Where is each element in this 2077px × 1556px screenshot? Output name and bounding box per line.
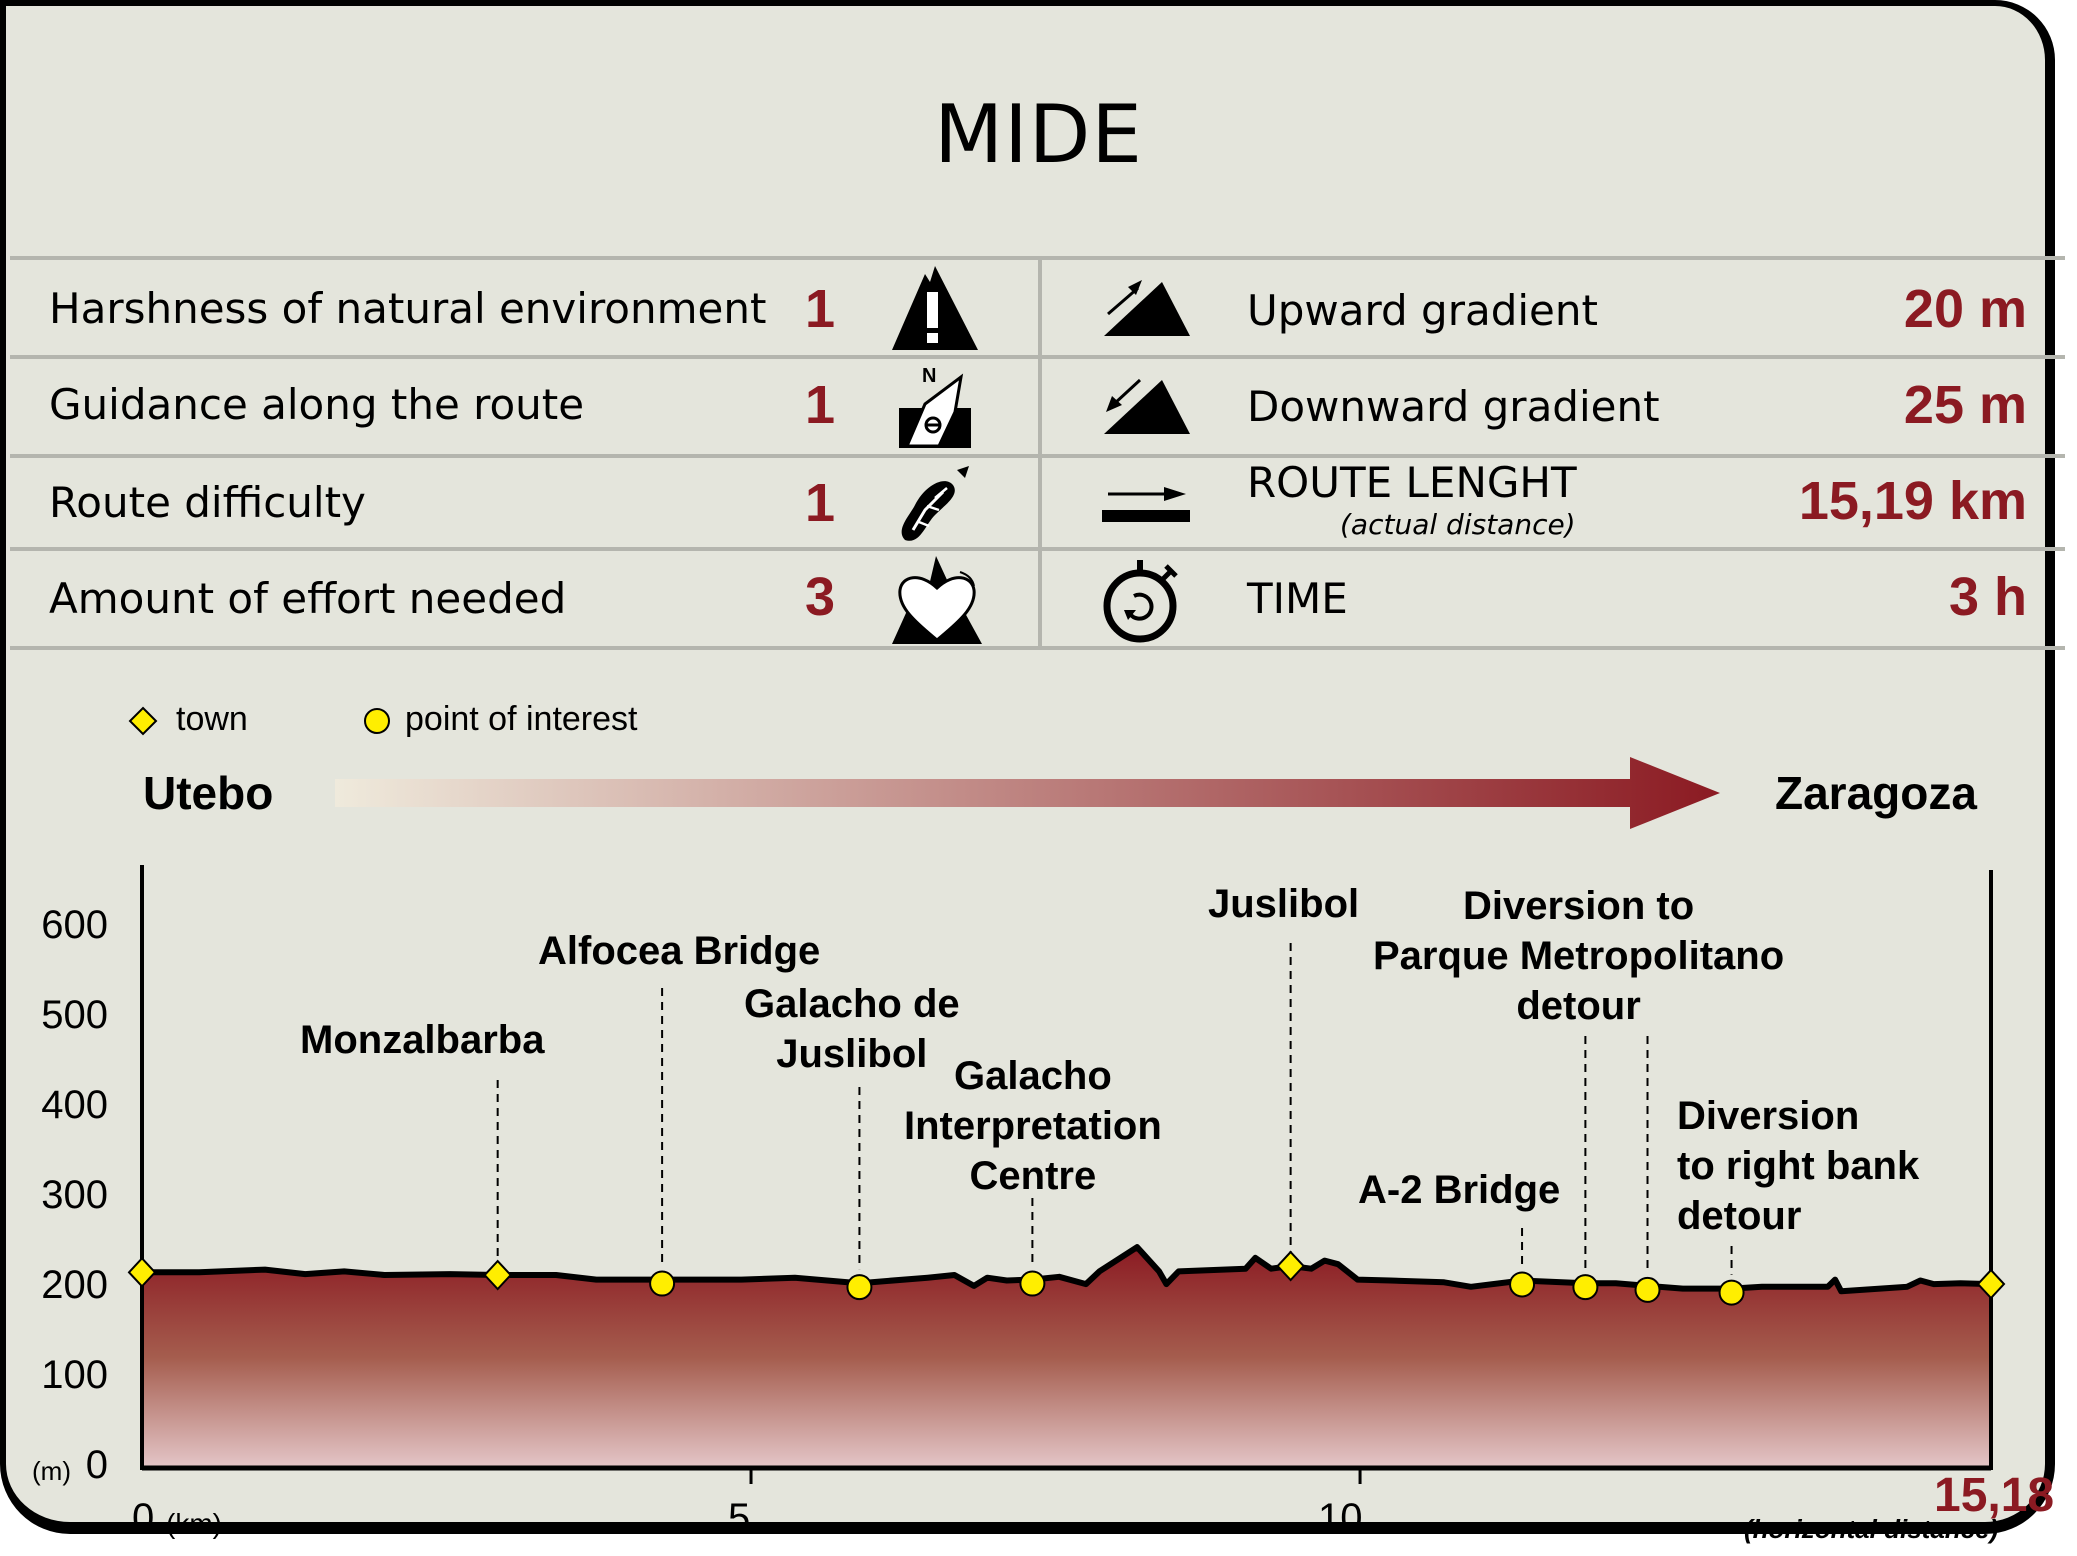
x-end-label: 15,18	[1934, 1469, 2055, 1522]
stat-label-length: ROUTE LENGHT	[1247, 458, 1577, 507]
x-tick-10: 10	[1318, 1496, 1363, 1540]
route-length-icon	[1102, 487, 1190, 522]
poi-marker	[846, 1274, 873, 1301]
footprint-icon	[901, 466, 969, 541]
town-marker	[483, 1259, 513, 1291]
y-tick-100: 100	[41, 1353, 108, 1397]
stat-value-length: 15,19 km	[1798, 471, 2027, 531]
mide-value-effort: 3	[804, 567, 836, 627]
divider	[10, 454, 2065, 458]
x-tick-0: 0	[132, 1496, 155, 1540]
stat-value-downward: 25 m	[1903, 375, 2027, 435]
mide-label-difficulty: Route difficulty	[49, 478, 366, 527]
y-axis-unit: (m)	[32, 1456, 71, 1486]
stat-label-time: TIME	[1247, 574, 1348, 623]
poi-marker	[1572, 1274, 1599, 1301]
label-a2-bridge: A-2 Bridge	[1358, 1168, 1561, 1212]
y-tick-300: 300	[41, 1173, 108, 1217]
poi-circle-icon	[364, 708, 390, 734]
mide-value-difficulty: 1	[804, 473, 836, 533]
stopwatch-icon	[1103, 560, 1178, 643]
profile-area	[142, 1247, 1991, 1468]
stat-value-upward: 20 m	[1903, 279, 2027, 339]
label-monzalbarba: Monzalbarba	[300, 1018, 545, 1062]
page-title: MIDE	[934, 88, 1143, 181]
stat-value-time: 3 h	[1948, 567, 2027, 627]
divider	[10, 355, 2065, 359]
mide-value-harshness: 1	[804, 279, 836, 339]
svg-text:N: N	[922, 365, 936, 387]
mide-value-guidance: 1	[804, 375, 836, 435]
legend-poi: point of interest	[405, 700, 638, 738]
poi-marker	[1019, 1270, 1046, 1297]
town-diamond-icon	[128, 706, 158, 736]
divider	[10, 256, 2065, 260]
town-marker	[127, 1256, 157, 1288]
town-marker	[1976, 1268, 2006, 1300]
compass-map-icon: N	[899, 365, 971, 448]
y-tick-200: 200	[41, 1263, 108, 1307]
heart-mountain-icon	[892, 556, 982, 644]
stat-sublabel-length: (actual distance)	[1340, 508, 1576, 541]
poi-marker	[1634, 1276, 1661, 1303]
mountain-warning-icon	[892, 266, 978, 350]
x-axis-note: (horizontal distance)	[1744, 1514, 1999, 1544]
poi-marker	[649, 1270, 676, 1297]
upward-gradient-icon	[1104, 280, 1190, 336]
poi-marker	[1718, 1279, 1745, 1306]
x-tick-5: 5	[728, 1496, 751, 1540]
y-tick-0: 0	[85, 1443, 108, 1487]
route-end: Zaragoza	[1775, 767, 1977, 819]
divider	[10, 646, 2065, 650]
stat-label-downward: Downward gradient	[1247, 382, 1660, 431]
divider	[10, 547, 2065, 551]
route-start: Utebo	[143, 767, 274, 819]
poi-marker	[1509, 1271, 1536, 1298]
x-axis-unit: (km)	[166, 1508, 222, 1539]
y-tick-600: 600	[41, 903, 108, 947]
downward-gradient-icon	[1104, 378, 1190, 434]
legend-town: town	[176, 700, 248, 738]
divider	[1038, 258, 1042, 649]
label-juslibol: Juslibol	[1208, 882, 1360, 926]
mide-label-harshness: Harshness of natural environment	[49, 284, 767, 333]
label-alfocea-bridge: Alfocea Bridge	[538, 929, 821, 973]
mide-label-effort: Amount of effort needed	[49, 574, 567, 623]
direction-arrow-icon	[335, 757, 1720, 829]
mide-label-guidance: Guidance along the route	[49, 380, 585, 429]
stat-label-upward: Upward gradient	[1247, 286, 1598, 335]
y-tick-400: 400	[41, 1083, 108, 1127]
town-marker	[1276, 1250, 1305, 1282]
y-tick-500: 500	[41, 993, 108, 1037]
